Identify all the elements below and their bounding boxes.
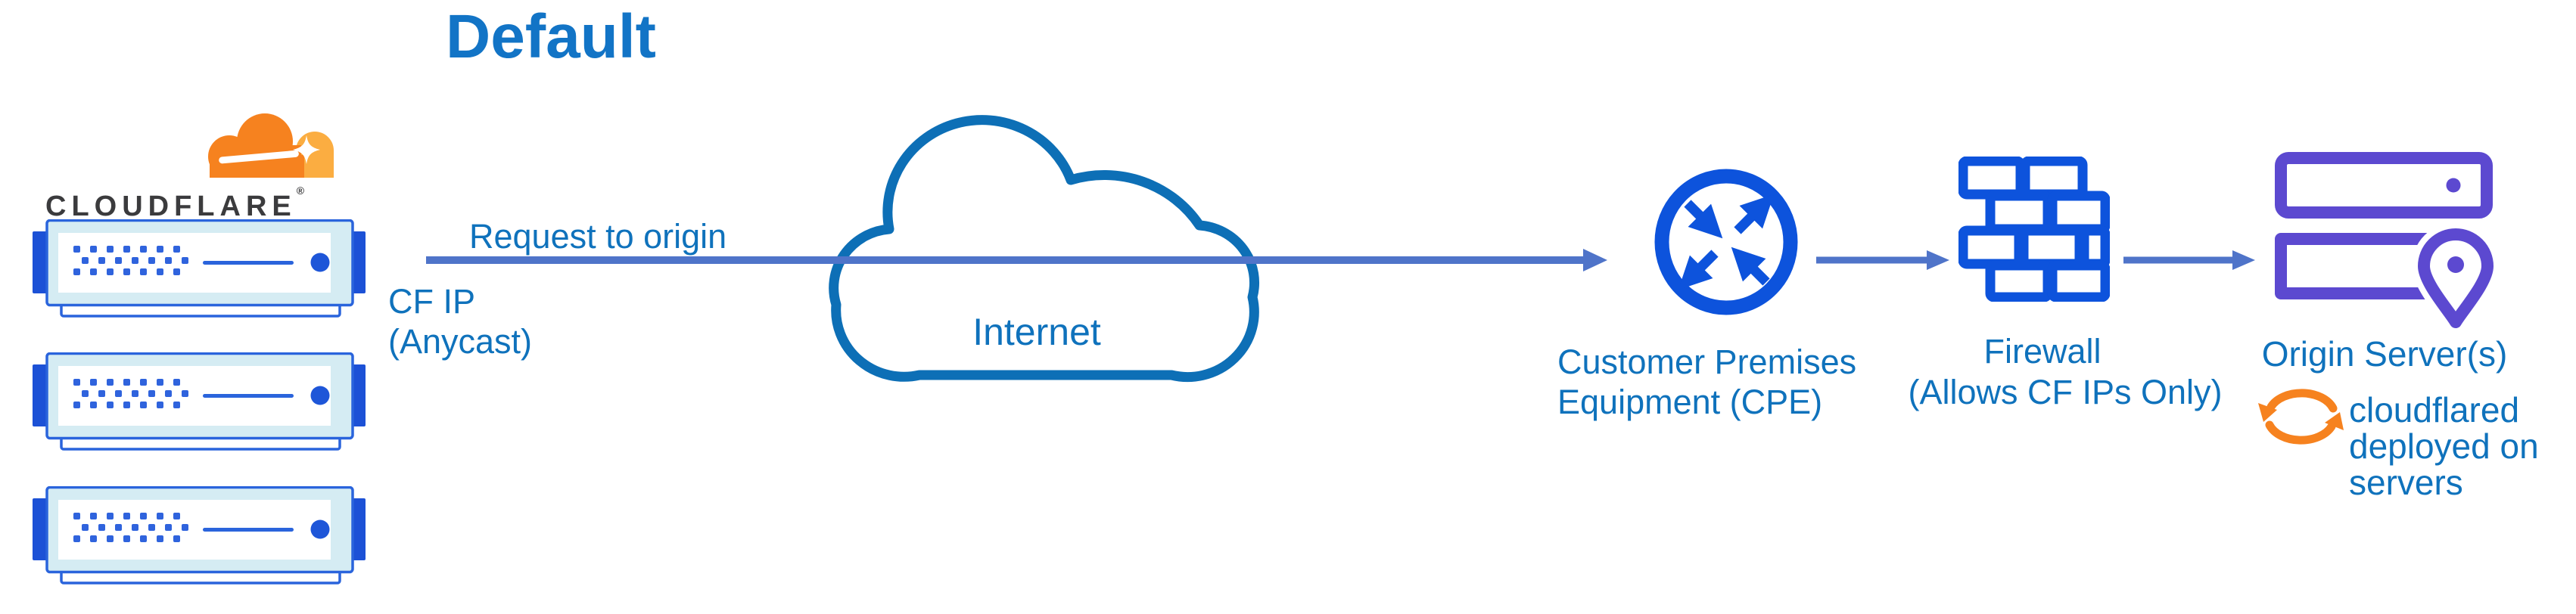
firewall-icon <box>1958 157 2110 302</box>
internet-label: Internet <box>972 311 1101 353</box>
firewall-sublabel: (Allows CF IPs Only) <box>1908 373 2223 411</box>
cloudflare-server-icon <box>33 352 366 452</box>
firewall-to-origin-arrow <box>2123 250 2255 270</box>
firewall-label: Firewall <box>1983 332 2102 371</box>
sync-icon <box>2257 384 2345 449</box>
cpe-to-firewall-arrow <box>1816 250 1949 270</box>
cpe-router-icon <box>1654 169 1798 315</box>
cpe-label-line1: Customer Premises <box>1557 343 1857 381</box>
cloudflare-logo-icon <box>191 111 335 178</box>
cloudflared-note-line2: deployed on <box>2349 426 2539 466</box>
cloudflared-note: cloudflared deployed on servers <box>2349 392 2539 501</box>
cloudflared-note-line1: cloudflared <box>2349 390 2520 429</box>
cpe-label-line2: Equipment (CPE) <box>1557 383 1823 421</box>
registered-trademark: ® <box>296 185 305 197</box>
cloudflare-server-icon <box>33 486 366 586</box>
page-title: Default <box>446 2 656 71</box>
anycast-line: (Anycast) <box>388 322 533 361</box>
cf-ip-anycast-label: CF IP (Anycast) <box>388 281 532 361</box>
cloudflare-wordmark-text: CLOUDFLARE <box>45 191 297 222</box>
cloudflared-note-line3: servers <box>2349 463 2463 502</box>
origin-servers-label: Origin Server(s) <box>2261 334 2508 374</box>
location-pin-icon <box>2412 222 2495 331</box>
internet-cloud-icon <box>817 112 1271 384</box>
cf-ip-line: CF IP <box>388 282 476 321</box>
origin-servers-icon <box>2274 151 2495 331</box>
request-to-origin-label: Request to origin <box>469 217 727 256</box>
cpe-label: Customer Premises Equipment (CPE) <box>1557 342 1856 422</box>
cloudflare-wordmark: CLOUDFLARE® <box>45 185 304 223</box>
cloudflare-server-icon <box>33 219 366 319</box>
